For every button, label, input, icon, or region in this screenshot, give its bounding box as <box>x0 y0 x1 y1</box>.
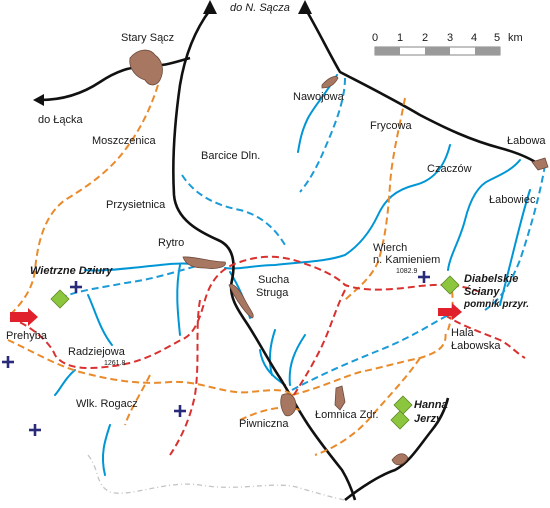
town-label-labowska: Łabowska <box>451 340 501 352</box>
town-label-wlk-rogacz: Wlk. Rogacz <box>76 398 138 410</box>
road-arrows <box>33 0 312 106</box>
churches <box>2 271 430 436</box>
towns <box>129 49 549 466</box>
state-border <box>87 454 346 501</box>
site-label-diabelskie: Diabelskie <box>464 273 519 285</box>
trails-orange <box>7 84 454 456</box>
site-label-hanna: Hanna <box>414 399 448 411</box>
sites <box>50 275 460 430</box>
elevation-radziejowa: 1261.8 <box>104 360 126 367</box>
scale-tick-5: 5 <box>494 32 501 44</box>
shelter-hala-labowska <box>438 303 462 320</box>
town-label-piwniczna: Piwniczna <box>239 418 289 430</box>
town-label-barcice: Barcice Dln. <box>201 150 261 162</box>
site-label-jerzy: Jerzy <box>414 413 443 425</box>
scale-tick-1: 1 <box>397 32 404 44</box>
direction-west-label: do Łącka <box>38 114 83 126</box>
trails-blue <box>59 77 546 391</box>
town-label-struga: Struga <box>256 287 289 299</box>
scale-unit: km <box>508 32 523 44</box>
church-icon <box>418 271 430 283</box>
town-label-hala: Hala <box>451 327 474 339</box>
town-label-rytro: Rytro <box>158 237 185 249</box>
site-wietrzne-dziury <box>50 289 70 309</box>
town-label-stary-sacz: Stary Sącz <box>121 32 175 44</box>
town-label-wierch: Wierch <box>373 242 408 254</box>
town-label-wierch-2: n. Kamieniem <box>373 254 441 266</box>
church-icon <box>70 281 82 293</box>
town-label-moszczenica: Moszczenica <box>92 135 156 147</box>
town-label-sucha: Sucha <box>258 274 290 286</box>
town-label-lomnica: Łomnica Zdr. <box>315 409 379 421</box>
site-label-pomnik: pomnik przyr. <box>464 299 530 310</box>
site-jerzy <box>390 410 410 430</box>
trails-red <box>9 255 526 456</box>
church-icon <box>2 356 14 368</box>
elevation-wierch: 1082.9 <box>396 268 418 275</box>
site-label-sciany: Ściany <box>464 286 500 298</box>
town-label-radziejowa: Radziejowa <box>68 346 125 358</box>
scale-tick-3: 3 <box>447 32 454 44</box>
town-label-prehyba: Prehyba <box>6 330 47 342</box>
direction-north-label: do N. Sącza <box>230 2 290 14</box>
roads <box>39 7 541 502</box>
scale-tick-2: 2 <box>422 32 429 44</box>
town-label-labowa: Łabowa <box>507 135 546 147</box>
town-label-nawojowa: Nawojowa <box>293 91 344 103</box>
town-label-frycowa: Frycowa <box>370 120 412 132</box>
shelters <box>10 303 462 326</box>
town-label-labowiec: Łabowiec <box>489 194 536 206</box>
church-icon <box>174 405 186 417</box>
scale-tick-0: 0 <box>372 32 379 44</box>
scale-tick-4: 4 <box>471 32 478 44</box>
site-label-wietrzne-dziury: Wietrzne Dziury <box>30 265 113 277</box>
scale-bar <box>374 46 501 56</box>
shelter-prehyba <box>10 308 38 326</box>
site-hanna <box>393 395 413 415</box>
town-label-czaczow: Czaczów <box>427 163 472 175</box>
church-icon <box>29 424 41 436</box>
site-diabelskie-sciany <box>440 275 460 295</box>
town-label-przysietnica: Przysietnica <box>106 199 166 211</box>
